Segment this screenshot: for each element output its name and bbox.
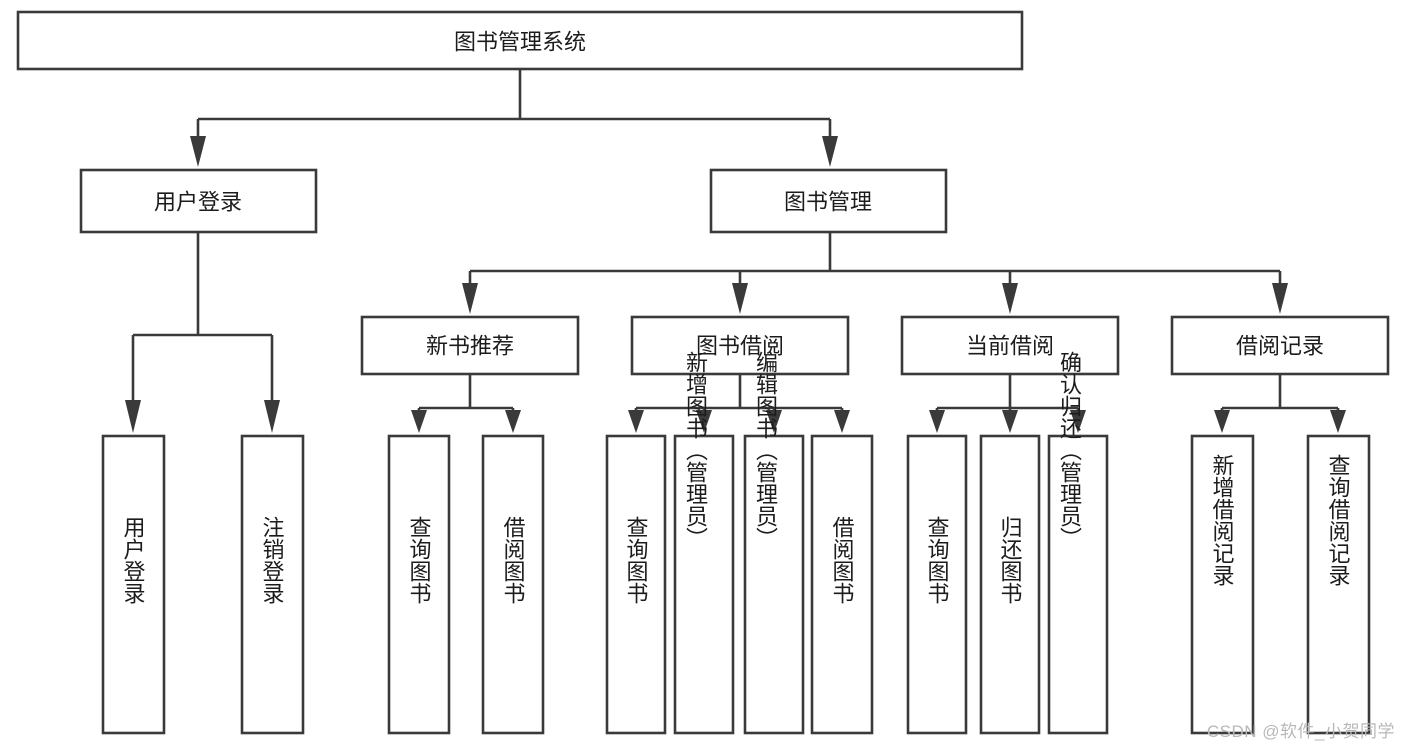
leaf-borrow-book-1-label: 借阅图书	[501, 516, 526, 604]
arrow-to-borrow-record	[1272, 283, 1288, 314]
leaf-node-borrow-book-recommend[interactable]: 借阅图书	[481, 434, 545, 735]
node-current-borrow-label: 当前借阅	[966, 334, 1054, 359]
leaf-node-query-book-recommend[interactable]: 查询图书	[387, 434, 451, 735]
leaf-node-query-book-current[interactable]: 查询图书	[906, 434, 968, 735]
leaf-query-book-2-box[interactable]	[605, 434, 667, 735]
leaf-query-book-1-box[interactable]	[387, 434, 451, 735]
leaf-borrow-book-2-label: 借阅图书	[830, 516, 855, 604]
leaf-add-record-box[interactable]	[1190, 434, 1255, 735]
node-root-label: 图书管理系统	[454, 30, 586, 55]
arrow-to-leaf-borrow-book-1	[505, 410, 521, 433]
node-new-book-recommend-label: 新书推荐	[426, 334, 514, 359]
arrow-to-leaf-logout	[264, 400, 280, 433]
node-book-borrow-box[interactable]	[630, 315, 850, 376]
arrow-to-leaf-add-book	[696, 410, 712, 433]
arrow-to-book-borrow	[732, 283, 748, 314]
arrow-to-leaf-query-book-1	[411, 410, 427, 433]
leaf-node-borrow-book-borrow[interactable]: 借阅图书	[810, 434, 874, 735]
node-new-book-recommend-box[interactable]	[360, 315, 580, 376]
leaf-node-logout[interactable]: 注销登录	[240, 434, 305, 735]
arrow-to-leaf-query-record	[1330, 410, 1346, 433]
arrow-to-leaf-query-book-3	[929, 410, 945, 433]
connector-layer	[125, 69, 1346, 433]
leaf-borrow-book-1-box[interactable]	[481, 434, 545, 735]
leaf-node-confirm-return-admin[interactable]: 确认归还（管理员）	[1047, 351, 1109, 735]
leaf-node-query-book-borrow[interactable]: 查询图书	[605, 434, 667, 735]
leaf-query-record-label: 查询借阅记录	[1326, 454, 1351, 586]
leaf-add-record-label: 新增借阅记录	[1210, 454, 1235, 586]
node-root-book-management-system[interactable]: 图书管理系统	[16, 10, 1024, 71]
node-user-login-box[interactable]	[79, 168, 318, 234]
leaf-query-book-2-label: 查询图书	[624, 516, 649, 604]
leaf-logout-label: 注销登录	[260, 516, 285, 604]
leaf-node-user-login[interactable]: 用户登录	[101, 434, 166, 735]
leaf-confirm-return-label: 确认归还（管理员）	[1057, 351, 1082, 549]
leaf-query-book-3-box[interactable]	[906, 434, 968, 735]
node-current-borrow[interactable]: 当前借阅	[900, 315, 1120, 376]
node-book-management[interactable]: 图书管理	[709, 168, 948, 234]
node-book-management-box[interactable]	[709, 168, 948, 234]
node-new-book-recommend[interactable]: 新书推荐	[360, 315, 580, 376]
node-current-borrow-box[interactable]	[900, 315, 1120, 376]
arrow-to-book-manage	[822, 136, 838, 167]
arrow-to-new-book-recommend	[462, 283, 478, 314]
arrow-to-current-borrow	[1002, 283, 1018, 314]
node-book-management-label: 图书管理	[784, 190, 872, 215]
leaf-node-add-book-admin[interactable]: 新增图书（管理员）	[673, 351, 735, 735]
arrow-to-leaf-return-book	[1002, 410, 1018, 433]
leaf-query-book-3-label: 查询图书	[925, 516, 950, 604]
leaf-add-book-box[interactable]	[673, 434, 735, 735]
leaf-borrow-book-2-box[interactable]	[810, 434, 874, 735]
leaf-edit-book-box[interactable]	[743, 434, 805, 735]
node-borrow-record-label: 借阅记录	[1236, 334, 1324, 359]
leaf-node-edit-book-admin[interactable]: 编辑图书（管理员）	[743, 351, 805, 735]
leaf-return-book-box[interactable]	[979, 434, 1041, 735]
arrow-to-leaf-confirm-return	[1070, 410, 1086, 433]
leaf-user-login-box[interactable]	[101, 434, 166, 735]
leaf-edit-book-label: 编辑图书（管理员）	[753, 351, 778, 549]
leaf-confirm-return-box[interactable]	[1047, 434, 1109, 735]
node-book-borrow[interactable]: 图书借阅	[630, 315, 850, 376]
node-book-borrow-label: 图书借阅	[696, 334, 784, 359]
leaf-return-book-label: 归还图书	[998, 516, 1023, 604]
arrow-to-user-login	[190, 136, 206, 167]
node-root-box[interactable]	[16, 10, 1024, 71]
leaf-query-record-box[interactable]	[1306, 434, 1371, 735]
node-borrow-record[interactable]: 借阅记录	[1170, 315, 1390, 376]
arrow-to-leaf-edit-book	[766, 410, 782, 433]
arrow-to-leaf-add-record	[1214, 410, 1230, 433]
arrow-to-leaf-borrow-book-2	[834, 410, 850, 433]
leaf-add-book-label: 新增图书（管理员）	[683, 351, 708, 549]
arrow-to-leaf-query-book-2	[628, 410, 644, 433]
arrow-to-leaf-user-login	[125, 400, 141, 433]
node-borrow-record-box[interactable]	[1170, 315, 1390, 376]
leaf-logout-box[interactable]	[240, 434, 305, 735]
leaf-node-query-borrow-record[interactable]: 查询借阅记录	[1306, 434, 1371, 735]
node-user-login[interactable]: 用户登录	[79, 168, 318, 234]
leaf-user-login-label: 用户登录	[121, 516, 146, 604]
node-user-login-label: 用户登录	[154, 190, 242, 215]
leaf-node-add-borrow-record[interactable]: 新增借阅记录	[1190, 434, 1255, 735]
leaf-node-return-book[interactable]: 归还图书	[979, 434, 1041, 735]
leaf-query-book-1-label: 查询图书	[407, 516, 432, 604]
